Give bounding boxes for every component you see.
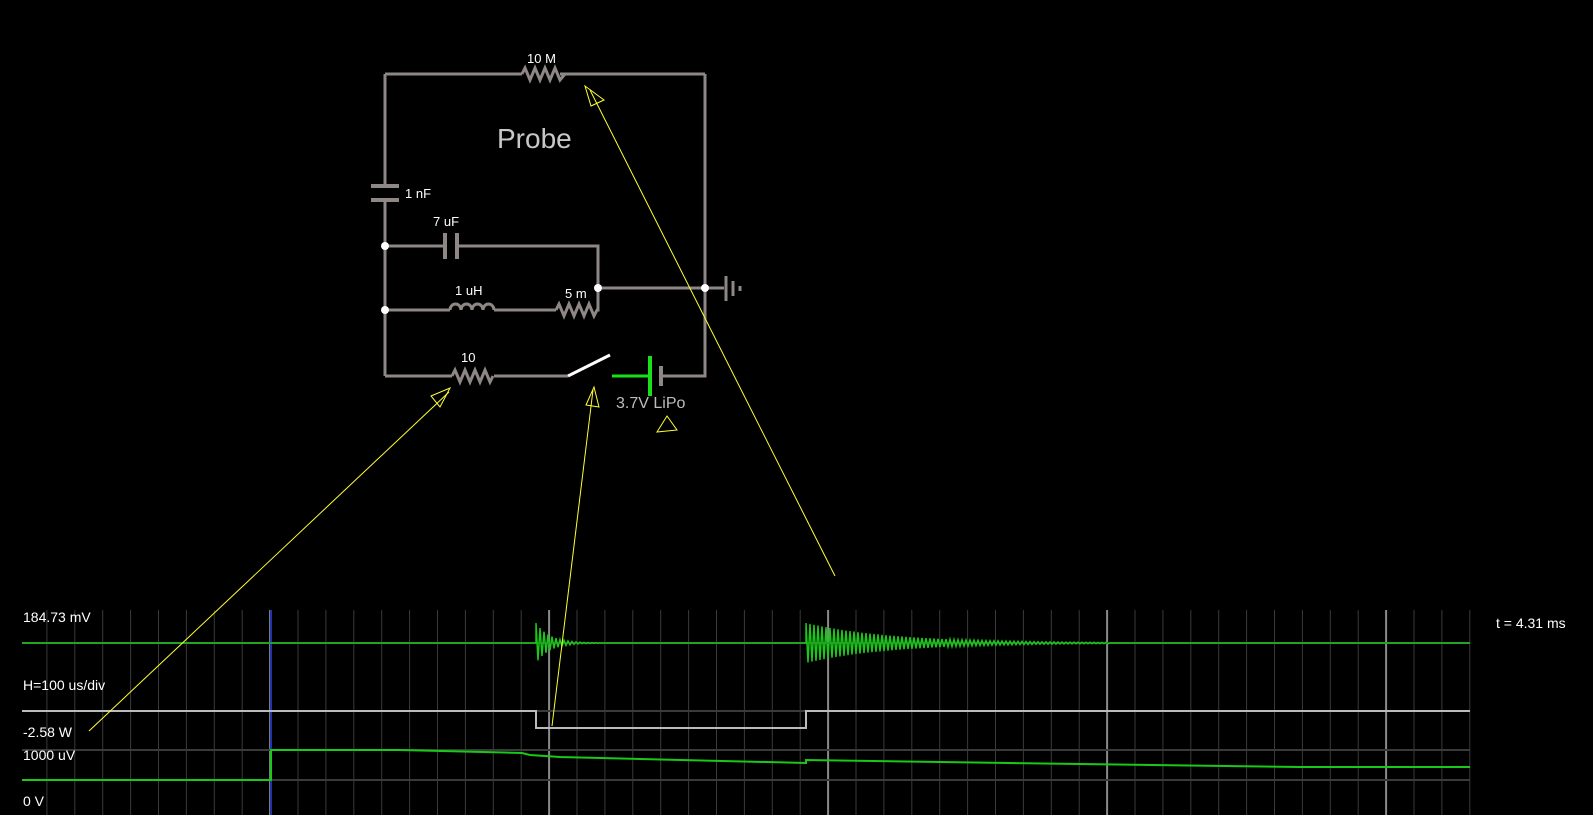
- wire-inductor[interactable]: [385, 286, 705, 312]
- label-10M: 10 M: [527, 51, 556, 66]
- probe-arrows: [88, 84, 836, 732]
- probe-arrowhead-battery[interactable]: [656, 415, 678, 433]
- ground-symbol[interactable]: [724, 276, 742, 301]
- probe-title: Probe: [497, 123, 572, 154]
- probe-arrowhead-10: [430, 386, 452, 408]
- resistor-10M[interactable]: [520, 64, 567, 84]
- scope-label-top: 184.73 mV: [23, 609, 91, 625]
- battery-symbol[interactable]: [612, 356, 663, 396]
- wire-7uF[interactable]: [385, 244, 600, 288]
- probe-arrow-10[interactable]: [88, 391, 450, 732]
- label-5m: 5 m: [565, 286, 587, 301]
- scope-grid: [22, 610, 1471, 815]
- resistor-10[interactable]: [450, 366, 495, 386]
- scope-time-readout: t = 4.31 ms: [1496, 615, 1566, 631]
- node[interactable]: [381, 242, 389, 250]
- probe-arrow-switch[interactable]: [551, 389, 594, 727]
- wire-right[interactable]: [661, 74, 707, 378]
- label-battery: 3.7V LiPo: [616, 395, 685, 412]
- label-1uH: 1 uH: [455, 283, 482, 298]
- switch[interactable]: [567, 353, 611, 378]
- scope-panel[interactable]: [22, 610, 1471, 815]
- scope-label-zero: 0 V: [23, 793, 45, 809]
- scope-label-power: -2.58 W: [23, 724, 73, 740]
- scope-h-label: H=100 us/div: [23, 677, 105, 693]
- label-10: 10: [461, 350, 475, 365]
- inductor-1uH[interactable]: [448, 302, 496, 311]
- probe-arrow-10M[interactable]: [589, 89, 836, 577]
- label-1nF: 1 nF: [405, 186, 431, 201]
- probe-arrowhead-switch: [585, 385, 600, 408]
- capacitor-7uF[interactable]: [443, 233, 459, 259]
- voltage-trace-bottom[interactable]: [22, 749, 1470, 781]
- node[interactable]: [381, 306, 389, 314]
- circuit: [371, 64, 742, 386]
- voltage-trace-top[interactable]: [22, 622, 1470, 663]
- power-trace[interactable]: [22, 710, 1470, 729]
- label-7uF: 7 uF: [433, 214, 459, 229]
- capacitor-1nF[interactable]: [371, 184, 399, 202]
- resistor-5m[interactable]: [554, 300, 599, 320]
- circuit-nodes: [381, 242, 709, 314]
- probe-arrowhead-10M: [584, 84, 605, 107]
- scope-label-uv: 1000 uV: [23, 747, 76, 763]
- node[interactable]: [594, 284, 602, 292]
- node[interactable]: [701, 284, 709, 292]
